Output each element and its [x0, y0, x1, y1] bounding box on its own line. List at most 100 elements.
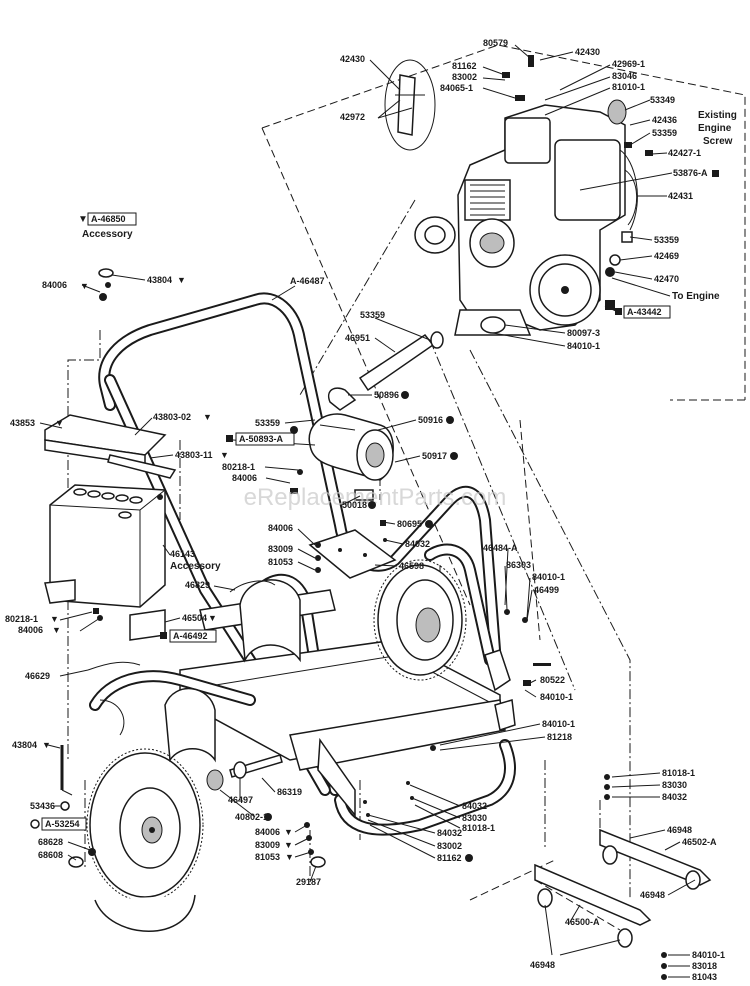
diamond-marker-icon — [226, 435, 233, 442]
label-46598: 46598 — [399, 561, 424, 571]
label-50018: 50018 — [342, 500, 367, 510]
exhaust-pipe — [358, 331, 444, 392]
triangle-marker-icon-12: ▼ — [284, 840, 293, 850]
rear-wheel — [373, 559, 467, 681]
dot-marker-icon-3 — [450, 452, 458, 460]
label-81053-axle: 81053 — [255, 852, 280, 862]
label-a-50893-a: A-50893-A — [239, 434, 284, 444]
label-42972: 42972 — [340, 112, 365, 122]
label-68608: 68608 — [38, 850, 63, 860]
circle-marker-icon — [30, 819, 40, 829]
label-a-46492: A-46492 — [173, 631, 208, 641]
label-53436: 53436 — [30, 801, 55, 811]
label-84006-plate: 84006 — [268, 523, 293, 533]
triangle-marker-icon-9: ▼ — [208, 613, 217, 623]
accessory-text: Accessory — [82, 229, 133, 240]
dot-marker-icon-5 — [368, 501, 376, 509]
label-80522: 80522 — [540, 675, 565, 685]
label-46484-a: 46484-A — [483, 543, 518, 553]
label-46143: 46143 — [170, 549, 195, 559]
label-80579: 80579 — [483, 38, 508, 48]
label-68628: 68628 — [38, 837, 63, 847]
triangle-marker-icon-5: ▼ — [203, 412, 212, 422]
dot-marker-icon — [401, 391, 409, 399]
dot-marker-icon-4 — [290, 426, 298, 434]
label-to-engine: To Engine — [672, 291, 720, 302]
label-81162-lower: 81162 — [437, 853, 462, 863]
label-83018: 83018 — [692, 961, 717, 971]
label-81018-1-skid: 81018-1 — [662, 768, 695, 778]
dot-marker-icon-7 — [264, 813, 272, 821]
label-a-46487: A-46487 — [290, 276, 325, 286]
label-80218-1-tray: 80218-1 — [5, 614, 38, 624]
label-46629: 46629 — [25, 671, 50, 681]
label-81043: 81043 — [692, 972, 717, 982]
triangle-marker-icon-13: ▼ — [285, 852, 294, 862]
triangle-marker-icon-2: ▼ — [80, 281, 89, 291]
label-84032-right: 84032 — [462, 801, 487, 811]
axle — [206, 754, 283, 791]
label-accessory-battery: Accessory — [170, 561, 221, 572]
label-50896: 50896 — [374, 390, 399, 400]
label-84006-mid: 84006 — [232, 473, 257, 483]
label-83030-right: 83030 — [462, 813, 487, 823]
label-83030-skid: 83030 — [662, 780, 687, 790]
label-46500-a: 46500-A — [565, 917, 600, 927]
skid-bracket-upper — [599, 828, 712, 890]
label-84006-top: 84006 — [42, 280, 67, 290]
label-81018-1-right: 81018-1 — [462, 823, 495, 833]
triangle-marker-icon-4: ▼ — [55, 418, 64, 428]
triangle-marker-icon-7: ▼ — [50, 614, 59, 624]
label-53359-muffler: 53359 — [255, 418, 280, 428]
triangle-marker-icon-3: ▼ — [177, 275, 186, 285]
label-53876-a: 53876-A — [673, 168, 708, 178]
legend-markers: ▼ ▼ ▼ ▼ ▼ ▼ ▼ ▼ ▼ ▼ ▼ ▼ — [42, 275, 473, 862]
label-42431: 42431 — [668, 191, 693, 201]
dot-marker-icon-2 — [446, 416, 454, 424]
label-81010-1: 81010-1 — [612, 82, 645, 92]
front-wheel — [86, 748, 204, 932]
label-83009-axle: 83009 — [255, 840, 280, 850]
label-40802-1: 40802-1 — [235, 812, 268, 822]
label-42969-1: 42969-1 — [612, 59, 645, 69]
label-81218: 81218 — [547, 732, 572, 742]
label-a-43442: A-43442 — [627, 307, 662, 317]
label-42436: 42436 — [652, 115, 677, 125]
engine-assembly — [414, 55, 653, 336]
accessory-note: ▼ A-46850 Accessory — [78, 212, 137, 240]
label-84010-1-frame: 84010-1 — [540, 692, 573, 702]
label-84010-1-skid: 84010-1 — [692, 950, 725, 960]
label-43853: 43853 — [10, 418, 35, 428]
circle-marker-icon-2 — [60, 801, 70, 811]
label-83002-top: 83002 — [452, 72, 477, 82]
label-46951: 46951 — [345, 333, 370, 343]
triangle-marker-icon: ▼ — [78, 214, 88, 225]
label-84010-1-handle: 84010-1 — [532, 572, 565, 582]
label-screw: Screw — [703, 136, 733, 147]
label-42427-1: 42427-1 — [668, 148, 701, 158]
label-53349: 53349 — [650, 95, 675, 105]
muffler-detail-inset — [384, 59, 436, 151]
skid-bracket-lower — [534, 863, 652, 948]
label-84032-skid: 84032 — [662, 792, 687, 802]
label-84010-1-lower: 84010-1 — [542, 719, 575, 729]
label-80097-3: 80097-3 — [567, 328, 600, 338]
triangle-marker-icon-8: ▼ — [52, 625, 61, 635]
label-81162-top: 81162 — [452, 61, 477, 71]
label-83002-lower: 83002 — [437, 841, 462, 851]
label-84032-plate: 84032 — [405, 539, 430, 549]
label-43803-02: 43803-02 — [153, 412, 191, 422]
label-84065-1: 84065-1 — [440, 83, 473, 93]
label-46502-a: 46502-A — [682, 837, 717, 847]
label-43804-rod: 43804 — [12, 740, 37, 750]
label-engine: Engine — [698, 123, 732, 134]
label-84032-lower: 84032 — [437, 828, 462, 838]
label-53359-pipe: 53359 — [360, 310, 385, 320]
label-80695: 80695 — [397, 519, 422, 529]
label-46948-bottom: 46948 — [530, 960, 555, 970]
diamond-marker-icon-2 — [160, 632, 167, 639]
label-42430-left: 42430 — [340, 54, 365, 64]
battery-hold-down — [44, 414, 177, 479]
